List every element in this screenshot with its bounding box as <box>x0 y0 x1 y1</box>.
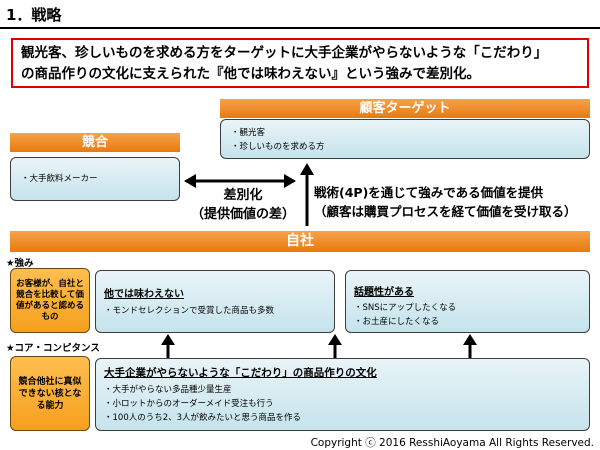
differentiation-line-1: 差別化 <box>223 188 263 203</box>
strength-box-buzz: 話題性がある ・SNSにアップしたくなる ・お土産にしたくなる <box>345 270 590 333</box>
core-box: 大手企業がやらないような「こだわり」の商品作りの文化 ・大手がやらない多品種少量… <box>95 358 590 431</box>
summary-line-1: 観光客、珍しいものを求める方をターゲットに大手企業がやらないような「こだわり」 <box>21 45 548 61</box>
strengths-definition: お客様が、自社と競合を比較して価値があると認めるもの <box>10 268 90 333</box>
competitor-box: ・大手飲料メーカー <box>10 157 180 201</box>
strength-heading: 話題性がある <box>354 287 414 298</box>
strength-item: ・モンドセレクションで受賞した商品も多数 <box>104 306 275 316</box>
copyright: Copyright ⓒ 2016 ResshiAoyama All Rights… <box>310 437 594 449</box>
summary-box: 観光客、珍しいものを求める方をターゲットに大手企業がやらないような「こだわり」 … <box>11 38 589 88</box>
core-item: ・小ロットからのオーダーメイド受注も行う <box>104 399 274 409</box>
core-definition: 競合他社に真似できない核となる能力 <box>10 356 90 431</box>
target-box: ・観光客 ・珍しいものを求める方 <box>220 119 590 159</box>
differentiation-label: 差別化 （提供価値の差） <box>188 186 298 224</box>
summary-line-2: の商品作りの文化に支えられた『他では味わえない』という強みで差別化。 <box>21 66 480 82</box>
strategy-up-arrow <box>300 163 314 226</box>
strategy-line-1: 戦術(4P)を通じて強みである価値を提供 <box>314 185 544 200</box>
differentiation-arrow <box>184 174 296 188</box>
core-label: ★コア・コンピタンス <box>6 343 100 354</box>
strength-up-arrows <box>161 334 477 358</box>
strategy-note: 戦術(4P)を通じて強みである価値を提供 （顧客は購買プロセスを経て価値を受け取… <box>314 183 599 221</box>
target-header: 顧客ターゲット <box>220 99 590 118</box>
core-item: ・大手がやらない多品種少量生産 <box>104 385 232 395</box>
strength-heading: 他では味わえない <box>104 289 184 300</box>
strength-item: ・お土産にしたくなる <box>354 317 440 327</box>
strengths-label: ★強み <box>6 258 34 269</box>
core-item: ・100人のうち2、3人が飲みたいと思う商品を作る <box>104 413 302 423</box>
competitor-item: ・大手飲料メーカー <box>21 174 98 184</box>
differentiation-line-2: （提供価値の差） <box>190 207 295 222</box>
target-item: ・珍しいものを求める方 <box>231 142 325 152</box>
page-title: 1．戦略 <box>6 6 62 24</box>
title-divider <box>0 27 600 29</box>
strength-box-unique: 他では味わえない ・モンドセレクションで受賞した商品も多数 <box>95 270 335 333</box>
company-bar: 自社 <box>10 231 590 252</box>
strength-item: ・SNSにアップしたくなる <box>354 303 457 313</box>
strategy-line-2: （顧客は購買プロセスを経て価値を受け取る） <box>314 204 577 219</box>
target-item: ・観光客 <box>231 128 266 138</box>
competitor-header: 競合 <box>10 133 180 152</box>
core-heading: 大手企業がやらないような「こだわり」の商品作りの文化 <box>104 367 377 379</box>
